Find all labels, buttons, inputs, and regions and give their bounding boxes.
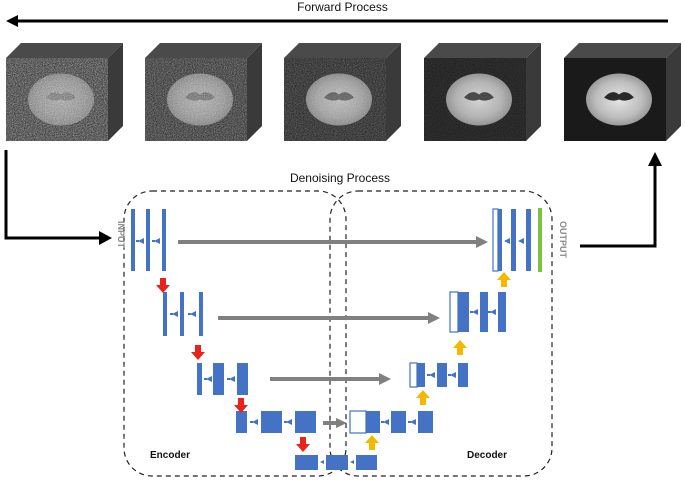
dec3-concat-white [409,362,418,388]
output-arrow-head [648,152,662,166]
encoder-frame [123,190,347,477]
up-arrow-4 [497,272,511,287]
bottleneck-block-a [295,455,318,470]
output-label: OUTPUT [558,221,568,258]
output-layer [538,208,542,272]
decoder-label: Decoder [467,450,508,461]
input-label: INPUT [116,221,126,248]
conv-arrows [136,238,524,464]
downsample-arrows [156,278,310,452]
enc4-block-a [236,411,247,433]
dec1-concat-blue [498,209,502,271]
dec4-block-c [418,411,433,433]
dec2-concat-blue [458,292,469,332]
enc1-block-c [162,209,166,271]
up-arrow-3 [453,340,467,355]
input-arrow [4,150,100,240]
denoising-process-label: Denoising Process [289,171,391,185]
enc4-block-c [295,411,316,433]
dec2-block-b [480,292,488,332]
dec4-concat-blue [366,411,380,433]
noisy-step-5 [564,43,681,141]
noisy-step-1 [6,43,123,141]
down-arrow-3 [234,398,248,413]
skip-connections [178,236,488,428]
upsample-arrows [365,272,511,450]
noisy-step-4 [424,43,541,141]
unet-blocks [131,208,531,470]
down-arrow-4 [296,437,310,452]
noisy-image-sequence [6,43,681,141]
output-arrow [580,165,657,248]
enc2-block-a [163,292,167,336]
encoder-label: Encoder [150,450,191,461]
dec1-concat-white [492,208,499,272]
dec1-block-c [526,209,531,271]
noisy-step-3 [284,43,401,141]
dec3-block-b [437,363,447,387]
enc2-block-c [199,292,203,336]
down-arrow-1 [156,278,170,293]
enc3-block-c [237,363,248,395]
input-arrow-head [99,231,112,245]
dec4-block-b [391,411,406,433]
enc2-block-b [180,292,184,336]
enc3-block-b [213,363,224,395]
dec1-block-b [511,209,516,271]
decoder-frame [329,190,553,477]
enc1-block-b [146,209,150,271]
noisy-step-2 [145,43,262,141]
dec3-block-c [458,363,468,387]
dec3-concat-blue [417,363,425,387]
dec2-block-c [498,292,506,332]
enc4-block-b [261,411,282,433]
bottleneck-block-b [326,455,348,470]
dec2-concat-white [449,291,459,333]
enc1-block-a [131,209,135,271]
up-arrow-1 [365,435,379,450]
enc3-block-a [197,363,202,395]
forward-process-label: Forward Process [297,0,388,14]
up-arrow-2 [416,390,430,405]
down-arrow-2 [191,345,205,360]
bottleneck-block-c [356,455,377,470]
dec4-concat-white [349,410,367,434]
forward-arrow-head [6,15,18,27]
